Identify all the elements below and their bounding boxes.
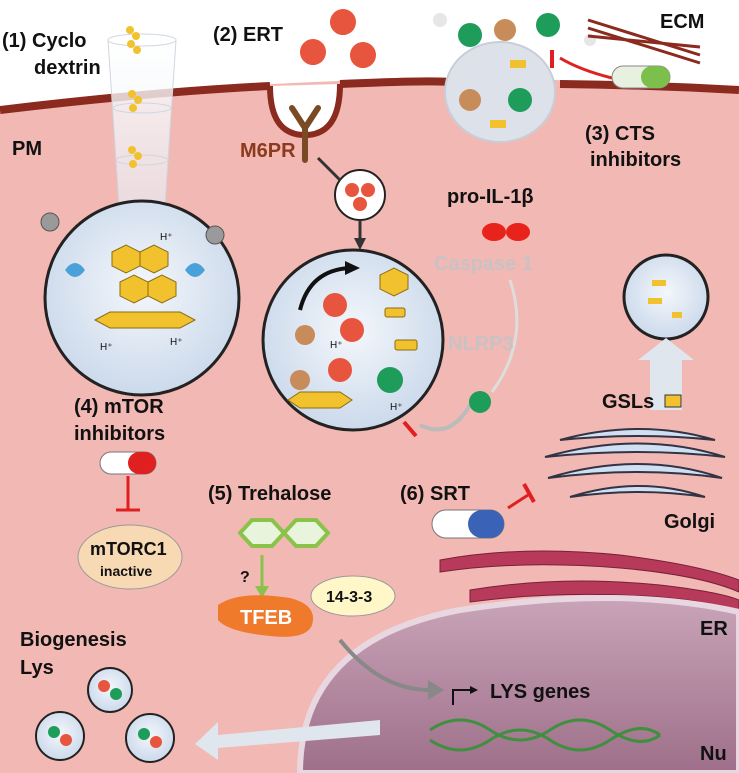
pro-il1b-icon — [482, 223, 506, 241]
label-cyclodextrin-2: dextrin — [34, 57, 101, 79]
label-mtor-1: (4) mTOR — [74, 396, 164, 418]
label-pro-il1b: pro-IL-1β — [447, 186, 534, 208]
cholesterol-chain-icon — [126, 26, 142, 168]
lipid-stack-icon — [93, 244, 197, 329]
center-lipids-icon — [287, 267, 418, 409]
label-mtorc1-2: inactive — [100, 563, 152, 579]
lysosome-right — [622, 253, 710, 341]
leak-arrow — [419, 403, 472, 432]
protein-1433-icon — [310, 575, 396, 617]
svg-text:H⁺: H⁺ — [330, 340, 343, 351]
degradation-arrow — [298, 266, 351, 311]
svg-text:H⁺: H⁺ — [390, 402, 403, 413]
center-enzymes-icon — [290, 293, 403, 393]
biogenesis-arrow — [195, 720, 380, 760]
trehalose-icon — [237, 518, 331, 548]
label-biogenesis: Biogenesis — [20, 629, 127, 651]
enzyme-blue-icon — [65, 263, 205, 277]
gsl-in-lysosome-icon — [648, 280, 682, 318]
label-mtor-2: inhibitors — [74, 423, 165, 445]
label-ert: (2) ERT — [213, 24, 283, 46]
label-golgi: Golgi — [664, 511, 715, 533]
label-er: ER — [700, 618, 728, 640]
srt-inhibition-line — [507, 493, 529, 510]
golgi-apparatus — [544, 428, 726, 498]
transcription-arrow — [452, 689, 470, 705]
cascade-arrow — [490, 279, 519, 393]
leak-block-mark — [402, 420, 418, 438]
cyclodextrin-cone — [107, 39, 177, 206]
cts-pill-icon — [611, 65, 671, 89]
cts-vesicle-contents-icon — [459, 88, 532, 128]
ecm-fibre — [587, 18, 701, 65]
label-trehalose: (5) Trehalose — [208, 483, 331, 505]
label-cyclodextrin-1: (1) Cyclo — [2, 30, 86, 52]
label-lys: Lys — [20, 657, 54, 679]
label-lys-genes: LYS genes — [490, 681, 590, 703]
label-ecm: ECM — [660, 11, 704, 33]
label-tfeb: TFEB — [240, 607, 292, 629]
tfeb-icon — [218, 595, 314, 637]
arrow-endosome-to-lysosome — [316, 156, 362, 240]
label-nu: Nu — [700, 743, 727, 765]
endoplasmic-reticulum — [439, 550, 739, 611]
gsl-icon — [664, 394, 682, 408]
label-cts-1: (3) CTS — [585, 123, 655, 145]
cts-vesicle — [444, 41, 556, 143]
label-pm: PM — [12, 138, 42, 160]
gsl-transport-arrow — [638, 338, 694, 410]
new-lysosome-1 — [87, 667, 133, 713]
v-atpase-icon — [40, 212, 225, 245]
svg-text:H⁺: H⁺ — [170, 337, 183, 348]
tfeb-import-arrow — [338, 638, 431, 692]
endosome-enzymes-icon — [345, 183, 375, 211]
svg-text:H⁺: H⁺ — [160, 232, 173, 243]
label-m6pr: M6PR — [240, 140, 296, 162]
svg-text:H⁺: H⁺ — [100, 342, 113, 353]
new-lysosome-2 — [35, 711, 85, 761]
new-lysosome-3 — [125, 713, 175, 763]
label-cts-2: inhibitors — [590, 149, 681, 171]
released-enzyme-icon — [469, 391, 491, 413]
label-nlrp3: NLRP3 — [448, 333, 514, 355]
srt-pill-icon — [431, 509, 505, 539]
mtor-inhibitor-pill-icon — [99, 451, 157, 475]
label-1433: 14-3-3 — [326, 589, 372, 606]
label-srt: (6) SRT — [400, 483, 470, 505]
mtorc1-complex — [77, 524, 183, 590]
m6pr-receptor — [289, 105, 321, 163]
cts-secreted-icon — [433, 13, 596, 68]
ert-enzyme-icon — [300, 9, 376, 69]
label-gsls: GSLs — [602, 391, 654, 413]
dna-helix-icon — [429, 718, 661, 752]
label-caspase1: Caspase 1 — [434, 253, 533, 275]
endosome — [334, 169, 386, 221]
label-question: ? — [240, 569, 250, 586]
cts-inhibition-line — [559, 56, 613, 80]
label-mtorc1-1: mTORC1 — [90, 539, 167, 559]
